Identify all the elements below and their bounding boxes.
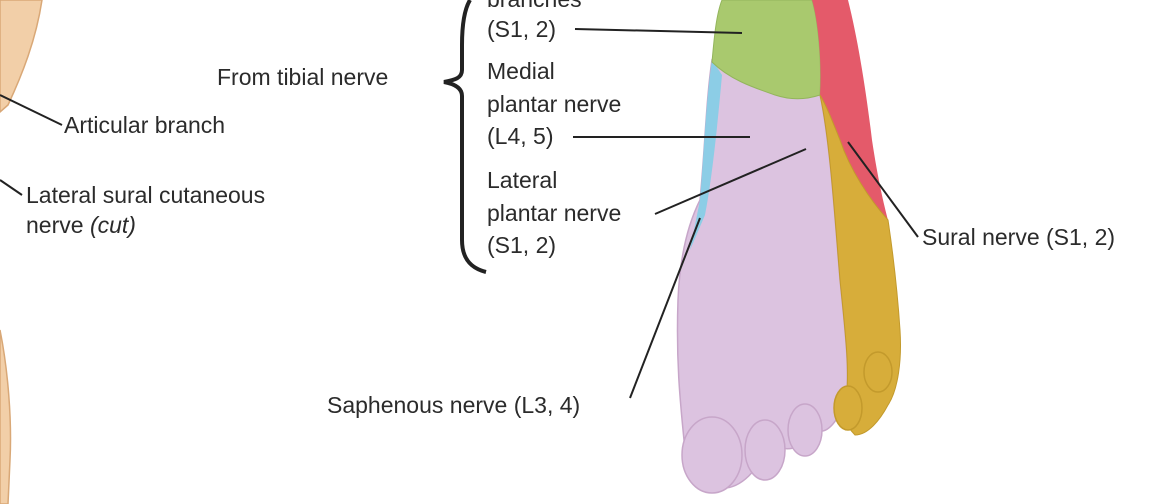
label-from-tibial-nerve: From tibial nerve xyxy=(217,64,388,91)
label-medial-plantar-2: plantar nerve xyxy=(487,91,621,118)
label-lateral-sural-1: Lateral sural cutaneous xyxy=(26,182,265,209)
toe-3 xyxy=(788,404,822,456)
label-medial-plantar-level: (L4, 5) xyxy=(487,123,553,150)
tibial-brace xyxy=(444,0,486,272)
label-calcaneal-level: (S1, 2) xyxy=(487,16,556,43)
leader-lateral-sural xyxy=(0,180,22,195)
label-medial-plantar-1: Medial xyxy=(487,58,555,85)
label-saphenous-nerve: Saphenous nerve (L3, 4) xyxy=(327,392,580,419)
label-lateral-plantar-1: Lateral xyxy=(487,167,557,194)
label-lateral-plantar-level: (S1, 2) xyxy=(487,232,556,259)
label-lateral-sural-2: nerve (cut) xyxy=(26,212,136,239)
label-articular-branch: Articular branch xyxy=(64,112,225,139)
foot-sole xyxy=(677,0,900,493)
leader-articular xyxy=(0,95,62,125)
label-sural-nerve: Sural nerve (S1, 2) xyxy=(922,224,1115,251)
label-lateral-sural-cut: (cut) xyxy=(90,212,136,238)
label-lateral-plantar-2: plantar nerve xyxy=(487,200,621,227)
leg-skin-lower xyxy=(0,330,11,504)
label-lateral-sural-nerve-word: nerve xyxy=(26,212,84,238)
toe-2 xyxy=(745,420,785,480)
toe-5 xyxy=(864,352,892,392)
leg-skin-upper xyxy=(0,0,42,112)
toe-4 xyxy=(834,386,862,430)
toe-big xyxy=(682,417,742,493)
label-branches-partial: branches xyxy=(487,0,582,13)
